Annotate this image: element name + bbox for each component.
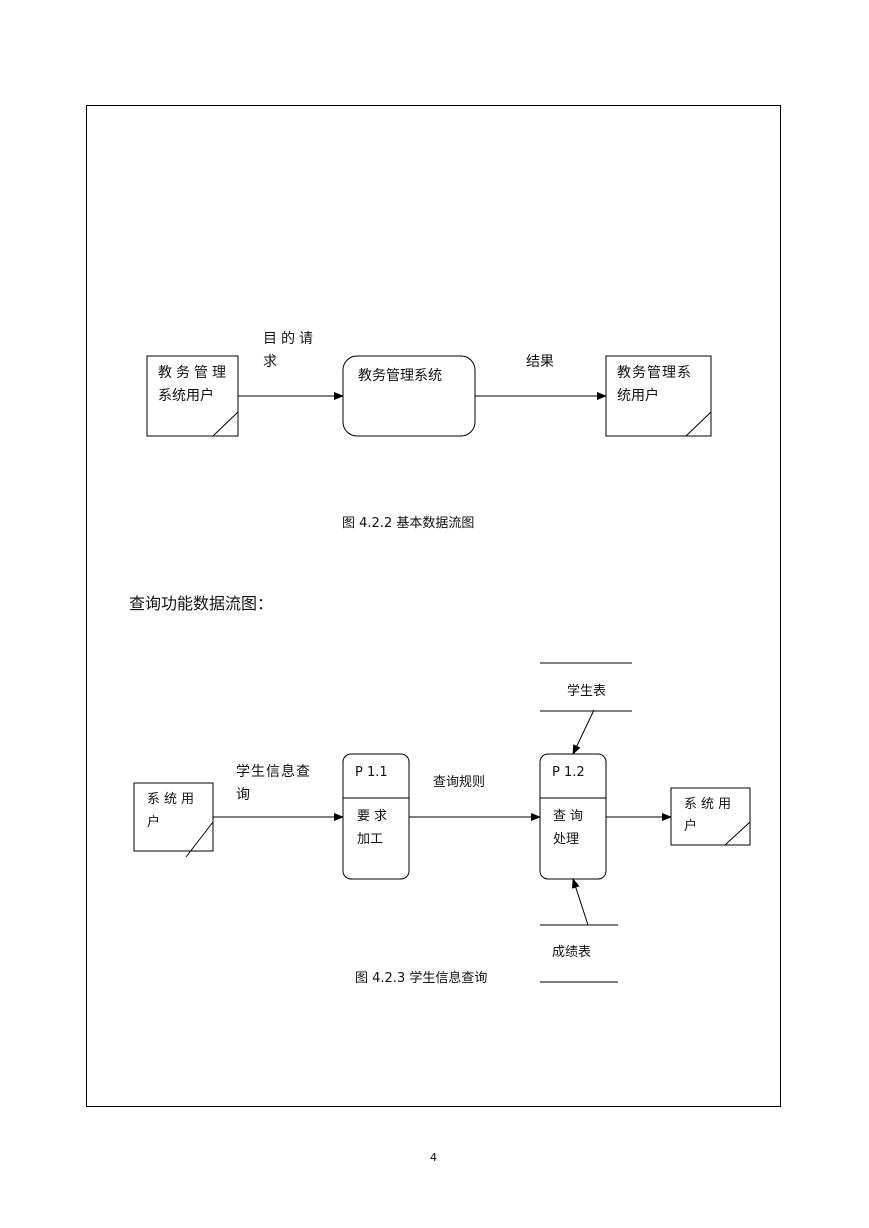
figure-caption-1: 图 4.2.2 基本数据流图 [342,516,475,531]
process1-id: P 1.1 [355,765,388,780]
data-store-scores [540,924,618,983]
process2-id: P 1.2 [552,765,585,780]
process2-name-line1: 查询 [553,809,588,824]
flow-rule-label: 查询规则 [433,775,486,790]
external-entity-left-1 [146,355,239,437]
process2-name-line2: 处理 [553,832,580,847]
entity-left-1-line1: 教务管理 [158,365,230,381]
page-frame [86,105,781,1107]
process1-name-line2: 加工 [357,832,384,847]
data-store-students [540,662,632,712]
store-students-label: 学生表 [567,684,607,699]
process-label-1: 教务管理系统 [358,368,442,384]
flow-request-line1: 目的请 [263,331,317,347]
scores-flow-arrow [571,878,589,926]
entity-left-1-line2: 系统用户 [158,388,214,404]
external-entity-right-1 [605,355,712,437]
external-entity-right-2 [670,787,751,846]
page-number: 4 [430,1151,437,1164]
external-entity-left-2 [133,782,214,858]
entity-right-2-line1: 系统用 [684,797,736,812]
flow-request-line2: 求 [263,354,277,370]
flow-query-line2: 询 [236,787,250,803]
flow-query-line1: 学生信息查 [236,764,311,780]
entity-left-2-line2: 户 [147,815,161,830]
process1-name-line1: 要求 [357,809,392,824]
entity-left-2-line1: 系统用 [147,792,199,807]
flow-result-label: 结果 [526,354,554,370]
entity-right-2-line2: 户 [684,819,698,834]
students-flow-arrow [572,709,595,755]
entity-right-1-line1: 教务管理系 [617,365,692,381]
store-scores-label: 成绩表 [552,945,592,960]
entity-right-1-line2: 统用户 [617,388,659,404]
figure-caption-2: 图 4.2.3 学生信息查询 [355,971,488,986]
section-heading: 查询功能数据流图： [129,594,274,613]
